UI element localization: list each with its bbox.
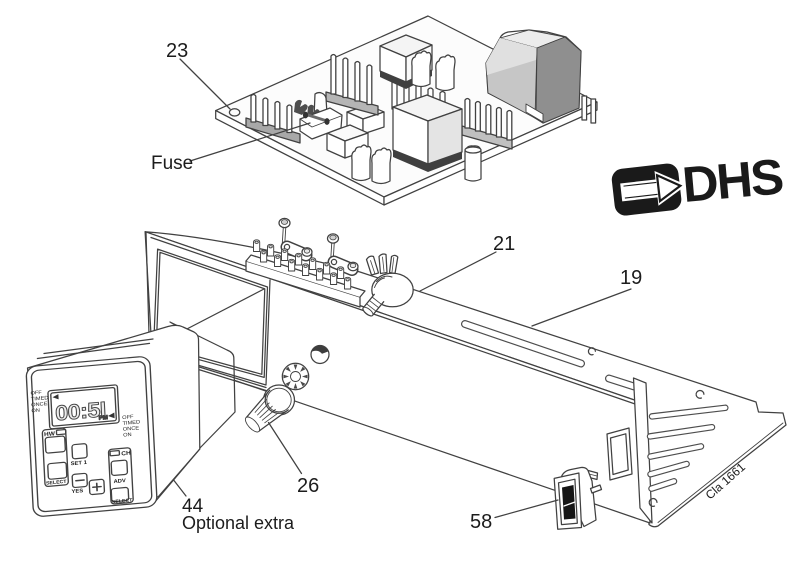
svg-text:00:5I: 00:5I — [55, 397, 107, 425]
svg-text:SELECT: SELECT — [46, 479, 67, 486]
svg-text:Optional extra: Optional extra — [182, 513, 295, 533]
svg-text:ADV: ADV — [113, 478, 126, 485]
svg-text:ON: ON — [123, 432, 132, 438]
svg-text:26: 26 — [297, 475, 319, 497]
svg-text:19: 19 — [620, 267, 642, 289]
svg-text:TIMED: TIMED — [31, 395, 49, 402]
svg-text:PM: PM — [99, 415, 109, 421]
svg-text:TIMED: TIMED — [122, 420, 140, 427]
svg-text:YES: YES — [71, 488, 83, 495]
svg-text:OFF: OFF — [30, 390, 42, 397]
svg-text:OFF: OFF — [122, 414, 134, 421]
svg-text:CH: CH — [121, 450, 131, 457]
svg-text:Fuse: Fuse — [151, 153, 193, 174]
svg-text:23: 23 — [166, 40, 188, 62]
svg-text:58: 58 — [470, 511, 492, 533]
svg-text:ONCE: ONCE — [123, 426, 140, 433]
svg-text:44: 44 — [182, 496, 204, 517]
svg-text:DHS: DHS — [680, 148, 785, 213]
svg-text:HW: HW — [44, 431, 55, 439]
svg-text:SELECT: SELECT — [112, 498, 133, 505]
svg-text:ONCE: ONCE — [31, 401, 48, 408]
svg-text:21: 21 — [493, 233, 515, 255]
svg-text:SET 1: SET 1 — [71, 460, 88, 467]
svg-text:ON: ON — [31, 408, 40, 414]
